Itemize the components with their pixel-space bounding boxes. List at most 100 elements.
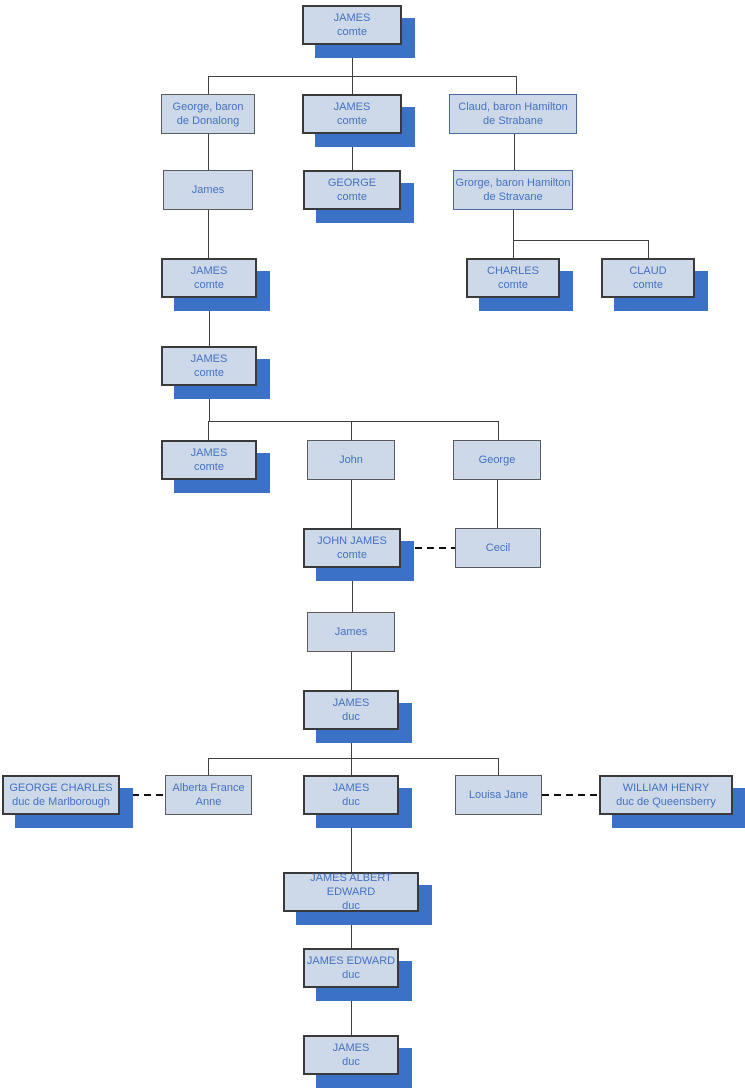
- node-james-albert-edward-duc[interactable]: JAMES ALBERT EDWARD duc: [283, 872, 419, 912]
- connector-line: [351, 912, 352, 948]
- node-label-line1: GEORGE CHARLES: [9, 782, 113, 794]
- node-label-line1: Cecil: [485, 542, 511, 554]
- node-william-henry-queensberry[interactable]: WILLIAM HENRY duc de Queensberry: [599, 775, 733, 815]
- node-label-line2: duc de Marlborough: [12, 796, 110, 808]
- connector-line: [208, 421, 209, 440]
- node-label-line1: James: [191, 184, 225, 196]
- connector-line: [208, 210, 209, 258]
- connector-line: [513, 210, 514, 258]
- node-label-line1: GEORGE: [327, 177, 377, 189]
- node-label-line1: JAMES ALBERT EDWARD: [310, 872, 392, 898]
- node-james-duc-1[interactable]: JAMES duc: [303, 690, 399, 730]
- connector-line: [352, 134, 353, 170]
- connector-line: [351, 988, 352, 1035]
- node-george-baron-donalong[interactable]: George, baron de Donalong: [161, 94, 255, 134]
- node-label-line1: JAMES: [332, 697, 370, 709]
- node-label-line1: Grorge, baron Hamilton: [455, 177, 571, 189]
- connector-line: [208, 758, 209, 775]
- node-label-line2: comte: [194, 279, 224, 291]
- connector-line: [351, 480, 352, 528]
- node-label-line1: JAMES: [190, 447, 228, 459]
- node-label-line2: duc de Queensberry: [616, 796, 716, 808]
- connector-line: [209, 386, 210, 421]
- connector-line: [514, 134, 515, 170]
- node-label-line2: comte: [498, 279, 528, 291]
- node-label-line1: JAMES: [333, 101, 371, 113]
- node-label-line2: duc: [342, 900, 360, 912]
- connector-line: [497, 480, 498, 528]
- node-label-line2: comte: [337, 191, 367, 203]
- node-label-line2: comte: [194, 461, 224, 473]
- connector-line: [208, 76, 516, 77]
- node-label-line2: duc: [342, 1056, 360, 1068]
- node-george-comte[interactable]: GEORGE comte: [303, 170, 401, 210]
- node-label-line2: de Strabane: [483, 115, 543, 127]
- connector-line: [209, 298, 210, 346]
- node-label-line1: JAMES: [332, 782, 370, 794]
- node-label-line2: comte: [633, 279, 663, 291]
- connector-line: [513, 240, 648, 241]
- connector-line: [208, 76, 209, 94]
- node-label-line1: JOHN JAMES: [317, 535, 387, 547]
- node-label-line1: WILLIAM HENRY: [622, 782, 710, 794]
- connector-line: [208, 134, 209, 170]
- node-john[interactable]: John: [307, 440, 395, 480]
- node-label-line1: JAMES: [190, 353, 228, 365]
- node-label-line1: Alberta France: [172, 782, 245, 794]
- node-james-2[interactable]: James: [307, 612, 395, 652]
- node-label-line1: JAMES EDWARD: [306, 955, 396, 967]
- node-label-line1: JAMES: [332, 1042, 370, 1054]
- connector-line: [352, 45, 353, 76]
- node-label-line1: George, baron: [172, 101, 244, 113]
- marriage-connector: [542, 794, 599, 796]
- node-george[interactable]: George: [453, 440, 541, 480]
- node-label-line1: John: [339, 454, 363, 466]
- connector-line: [352, 76, 353, 94]
- node-louisa-jane[interactable]: Louisa Jane: [455, 775, 542, 815]
- connector-line: [351, 652, 352, 690]
- node-label-line2: de Stravane: [483, 191, 543, 203]
- node-james-duc-2[interactable]: JAMES duc: [303, 775, 399, 815]
- connector-line: [351, 815, 352, 872]
- node-george-charles-marlborough[interactable]: GEORGE CHARLES duc de Marlborough: [2, 775, 120, 815]
- connector-line: [498, 758, 499, 775]
- node-grorge-baron-stravane[interactable]: Grorge, baron Hamilton de Stravane: [453, 170, 573, 210]
- node-label-line2: Anne: [195, 796, 222, 808]
- node-label-line1: JAMES: [333, 12, 371, 24]
- node-label-line2: de Donalong: [176, 115, 240, 127]
- node-label-line2: comte: [337, 115, 367, 127]
- node-label-line1: Louisa Jane: [468, 789, 529, 801]
- connector-line: [208, 421, 498, 422]
- connector-line: [351, 758, 352, 775]
- node-label-line2: duc: [342, 969, 360, 981]
- node-label-line2: duc: [342, 711, 360, 723]
- node-label-line2: comte: [194, 367, 224, 379]
- marriage-connector: [403, 547, 455, 549]
- node-label-line1: CLAUD: [629, 265, 667, 277]
- connector-line: [498, 421, 499, 440]
- node-label-line1: George: [478, 454, 516, 466]
- node-james-comte-5[interactable]: JAMES comte: [161, 440, 257, 480]
- node-james-1[interactable]: James: [163, 170, 253, 210]
- node-label-line1: James: [334, 626, 368, 638]
- connector-line: [648, 240, 649, 258]
- connector-line: [352, 568, 353, 612]
- node-label-line2: duc: [342, 796, 360, 808]
- connector-line: [351, 730, 352, 758]
- node-james-duc-3[interactable]: JAMES duc: [303, 1035, 399, 1075]
- node-james-edward-duc[interactable]: JAMES EDWARD duc: [303, 948, 399, 988]
- marriage-connector: [120, 794, 165, 796]
- connector-line: [208, 758, 498, 759]
- connector-line: [351, 421, 352, 440]
- node-claud-comte[interactable]: CLAUD comte: [601, 258, 695, 298]
- node-cecil[interactable]: Cecil: [455, 528, 541, 568]
- node-james-comte-4[interactable]: JAMES comte: [161, 346, 257, 386]
- node-james-comte-2[interactable]: JAMES comte: [302, 94, 402, 134]
